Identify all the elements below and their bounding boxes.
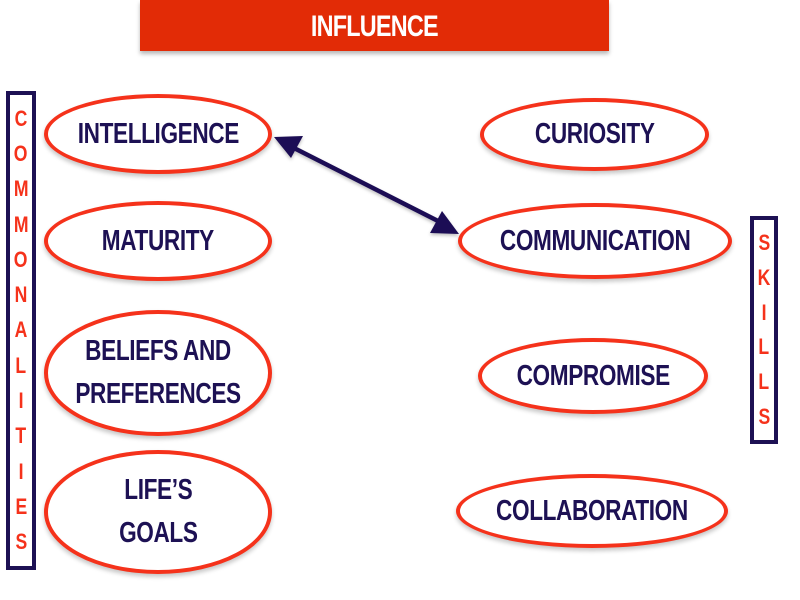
oval-beliefs-and-preferences: BELIEFS AND PREFERENCES xyxy=(44,310,272,436)
oval-label: MATURITY xyxy=(101,224,215,257)
skills-side-label: S K I L L S xyxy=(750,216,778,444)
side-letter: M xyxy=(13,211,29,237)
side-letter: S xyxy=(758,403,770,429)
side-letter: L xyxy=(758,334,770,360)
diagram-title: INFLUENCE xyxy=(311,9,439,43)
oval-intelligence: INTELLIGENCE xyxy=(44,94,272,174)
side-letter: S xyxy=(15,529,27,555)
oval-maturity: MATURITY xyxy=(44,201,272,281)
side-letter: L xyxy=(758,368,770,394)
title-banner: INFLUENCE xyxy=(140,0,609,51)
side-letter: I xyxy=(18,388,24,414)
oval-label: CURIOSITY xyxy=(534,118,655,151)
side-letter: O xyxy=(14,140,28,166)
side-letter: O xyxy=(14,246,28,272)
oval-label: COMPROMISE xyxy=(516,359,670,392)
oval-collaboration: COLLABORATION xyxy=(456,474,728,548)
side-letter: L xyxy=(15,352,27,378)
side-letter: S xyxy=(758,230,770,256)
oval-lifes-goals: LIFE’S GOALS xyxy=(44,450,272,574)
side-letter: I xyxy=(18,458,24,484)
commonalities-side-label: C O M M O N A L I T I E S xyxy=(6,91,36,570)
side-letter: M xyxy=(13,176,29,202)
side-letter: T xyxy=(15,423,27,449)
side-letter: I xyxy=(761,299,767,325)
oval-label: COMMUNICATION xyxy=(499,224,691,257)
side-letter: E xyxy=(15,493,27,519)
oval-curiosity: CURIOSITY xyxy=(480,98,709,171)
oval-compromise: COMPROMISE xyxy=(478,338,708,414)
side-letter: C xyxy=(14,105,28,131)
side-letter: A xyxy=(14,317,28,343)
oval-label: INTELLIGENCE xyxy=(77,117,239,150)
side-letter: N xyxy=(14,282,28,308)
oval-communication: COMMUNICATION xyxy=(458,203,732,279)
oval-label: LIFE’S GOALS xyxy=(118,474,198,549)
oval-label: COLLABORATION xyxy=(496,494,688,527)
oval-label: BELIEFS AND PREFERENCES xyxy=(75,335,241,410)
side-letter: K xyxy=(757,264,771,290)
